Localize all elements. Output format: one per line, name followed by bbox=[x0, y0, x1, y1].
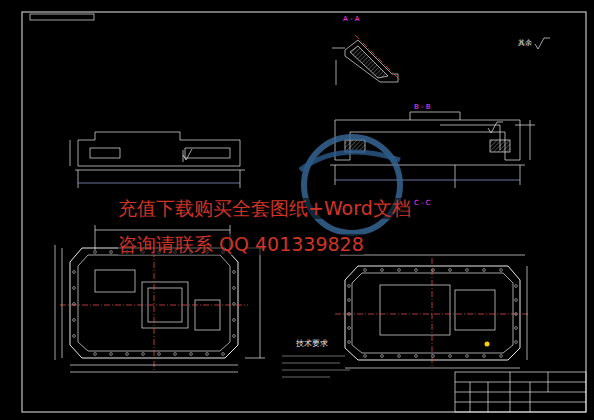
hole bbox=[515, 285, 518, 288]
hole bbox=[449, 269, 452, 272]
hole bbox=[449, 355, 452, 358]
hole bbox=[466, 269, 469, 272]
hole bbox=[398, 355, 401, 358]
notes-heading: 技术要求 bbox=[296, 340, 328, 349]
hole bbox=[515, 327, 518, 330]
hole bbox=[348, 285, 351, 288]
hole bbox=[73, 319, 76, 322]
hole bbox=[500, 355, 503, 358]
hole bbox=[500, 269, 503, 272]
roughness-note: 其余 bbox=[518, 40, 532, 48]
hole bbox=[515, 299, 518, 302]
hole bbox=[94, 251, 97, 254]
hole bbox=[222, 353, 225, 356]
section-label: B - B bbox=[414, 104, 431, 112]
hole bbox=[158, 353, 161, 356]
hole bbox=[432, 355, 435, 358]
hole bbox=[466, 355, 469, 358]
hole bbox=[515, 341, 518, 344]
hole bbox=[110, 251, 113, 254]
section-label: C - C bbox=[414, 200, 431, 208]
hole bbox=[206, 353, 209, 356]
hole bbox=[381, 269, 384, 272]
hole bbox=[364, 355, 367, 358]
hole bbox=[73, 303, 76, 306]
hole bbox=[515, 313, 518, 316]
hole bbox=[483, 355, 486, 358]
section-label: A - A bbox=[343, 16, 360, 24]
hole bbox=[73, 335, 76, 338]
hole bbox=[415, 269, 418, 272]
hole bbox=[233, 335, 236, 338]
hole bbox=[348, 341, 351, 344]
hole bbox=[483, 269, 486, 272]
watermark-text: 充值下载购买全套图纸+Word文档 bbox=[118, 198, 411, 219]
hole bbox=[73, 287, 76, 290]
hole bbox=[348, 299, 351, 302]
hole bbox=[190, 353, 193, 356]
hole bbox=[415, 355, 418, 358]
hole bbox=[142, 353, 145, 356]
hole bbox=[348, 313, 351, 316]
hole bbox=[233, 319, 236, 322]
watermark-text: 咨询请联系 QQ 401339828 bbox=[118, 234, 364, 255]
hole bbox=[364, 269, 367, 272]
hole bbox=[73, 271, 76, 274]
hole bbox=[432, 269, 435, 272]
hole bbox=[126, 353, 129, 356]
hole bbox=[233, 287, 236, 290]
hole bbox=[233, 303, 236, 306]
hole bbox=[94, 353, 97, 356]
hole bbox=[398, 269, 401, 272]
hole bbox=[174, 353, 177, 356]
hole bbox=[381, 355, 384, 358]
hole bbox=[110, 353, 113, 356]
hole bbox=[348, 327, 351, 330]
hole bbox=[233, 271, 236, 274]
